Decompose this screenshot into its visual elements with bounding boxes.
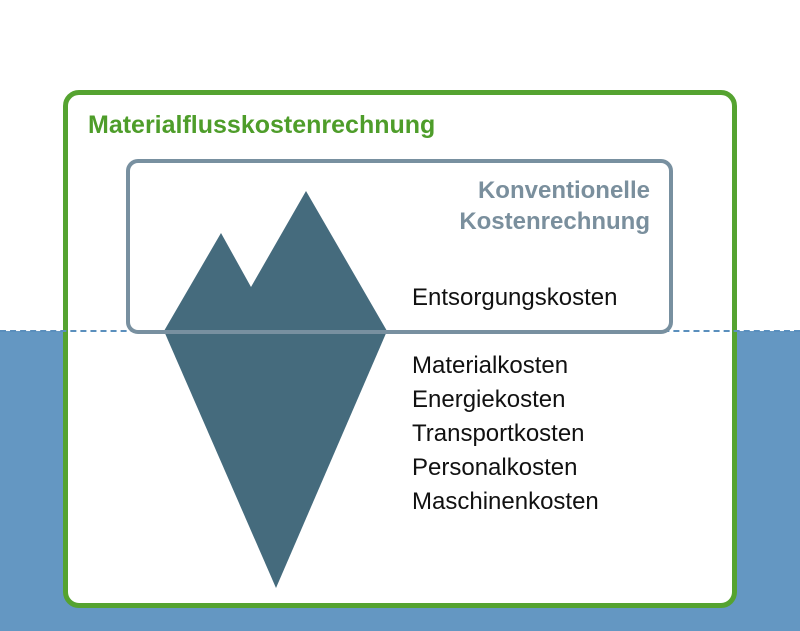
inner-title-line-2: Kostenrechnung xyxy=(459,208,650,235)
above-water-cost-label: Entsorgungskosten xyxy=(412,284,618,311)
below-water-cost-list: Materialkosten Energiekosten Transportko… xyxy=(412,349,599,519)
cost-item: Personalkosten xyxy=(412,454,578,481)
iceberg-above-water xyxy=(164,191,387,331)
cost-item: Energiekosten xyxy=(412,386,566,413)
inner-frame-title: Konventionelle Kostenrechnung xyxy=(459,175,650,237)
cost-item: Materialkosten xyxy=(412,352,569,379)
inner-frame-konventionelle-kostenrechnung xyxy=(126,159,673,334)
inner-title-line-1: Konventionelle xyxy=(477,177,650,204)
iceberg-below-water xyxy=(164,331,387,588)
cost-item: Transportkosten xyxy=(412,420,585,447)
outer-frame-title: Materialflusskostenrechnung xyxy=(88,111,436,139)
cost-item: Maschinenkosten xyxy=(412,488,599,515)
